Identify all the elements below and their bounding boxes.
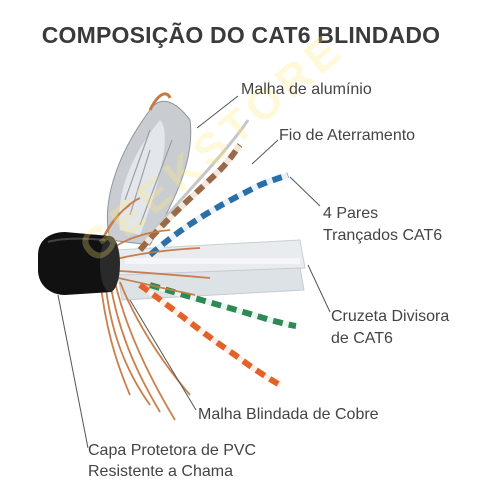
label-separator-line2: de CAT6: [331, 330, 393, 347]
label-copper-braid: Malha Blindada de Cobre: [198, 406, 379, 423]
label-jacket-line2: Resistente a Chama: [88, 463, 233, 480]
cable-separator: [114, 239, 306, 301]
pair-orange: [138, 282, 282, 388]
aluminum-foil: [106, 92, 192, 246]
pair-blue: [148, 172, 290, 258]
label-aluminum-foil: Malha de alumínio: [241, 81, 372, 98]
label-jacket-line1: Capa Protetora de PVC: [88, 442, 257, 459]
ground-wire: [138, 119, 250, 249]
pvc-jacket: [38, 232, 120, 295]
page-title: COMPOSIÇÃO DO CAT6 BLINDADO: [41, 22, 441, 48]
pair-green: [149, 282, 297, 329]
label-ground-wire: Fio de Aterramento: [279, 127, 416, 144]
leader-lines: [57, 95, 331, 449]
label-separator-line1: Cruzeta Divisora: [331, 308, 450, 325]
label-pairs-line2: Trançados CAT6: [323, 227, 443, 244]
pair-brown: [137, 143, 243, 252]
twisted-pairs: [137, 143, 297, 388]
label-pairs-line1: 4 Pares: [323, 205, 379, 222]
